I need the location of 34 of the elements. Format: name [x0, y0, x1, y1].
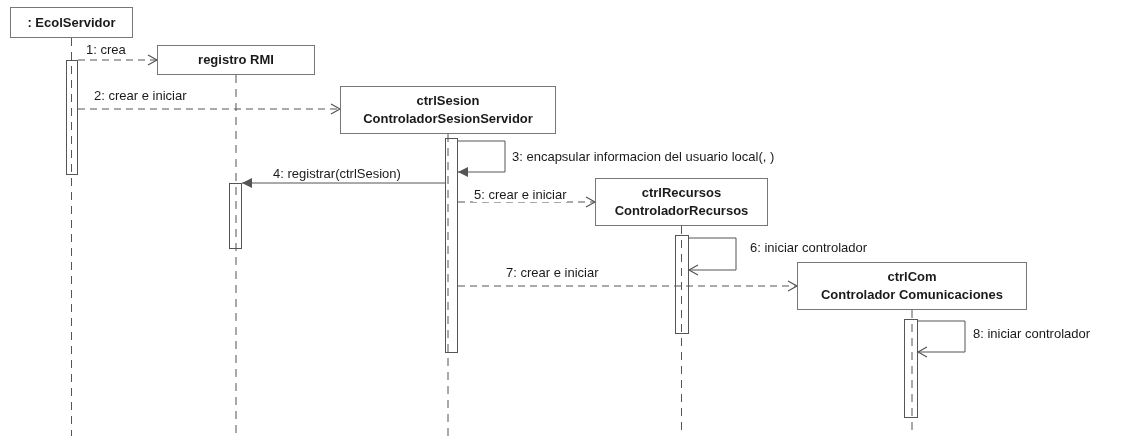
- object-name: ctrlCom: [887, 268, 937, 286]
- object-name: ControladorRecursos: [614, 202, 749, 220]
- object-name: : EcolServidor: [27, 13, 116, 32]
- message-label: 2: crear e iniciar: [93, 88, 188, 103]
- object-name: ctrlSesion: [416, 92, 480, 110]
- message-label: 3: encapsular informacion del usuario local(, ): [511, 149, 776, 164]
- message-arrow: [457, 280, 798, 292]
- message-label: 8: iniciar controlador: [972, 326, 1092, 341]
- message-arrow: [917, 320, 966, 358]
- lifeline-box: [340, 86, 556, 134]
- activation-bar: [675, 235, 689, 334]
- message-arrow: [457, 196, 596, 208]
- lifeline-box: [595, 178, 768, 226]
- message-label: 6: iniciar controlador: [749, 240, 869, 255]
- message-arrow: [688, 237, 737, 276]
- message-arrow: [241, 178, 446, 188]
- message-arrow: [77, 54, 158, 66]
- object-name: Controlador Comunicaciones: [821, 286, 1003, 304]
- activation-bar: [445, 138, 458, 353]
- message-label: 1: crea: [85, 42, 127, 57]
- object-name: ControladorSesionServidor: [363, 110, 533, 128]
- message-arrow: [77, 103, 341, 115]
- activation-bar: [229, 183, 242, 249]
- activation-bar: [904, 319, 918, 418]
- object-name: registro RMI: [198, 51, 274, 69]
- lifeline-box: [797, 262, 1027, 310]
- object-name: ctrlRecursos: [641, 184, 722, 202]
- activation-bar: [66, 60, 78, 175]
- lifeline-box: [157, 45, 315, 75]
- lifeline-box: [10, 7, 133, 38]
- message-label: 7: crear e iniciar: [505, 265, 600, 280]
- message-arrow: [457, 140, 506, 177]
- message-label: 4: registrar(ctrlSesion): [272, 166, 402, 181]
- message-label: 5: crear e iniciar: [473, 187, 568, 202]
